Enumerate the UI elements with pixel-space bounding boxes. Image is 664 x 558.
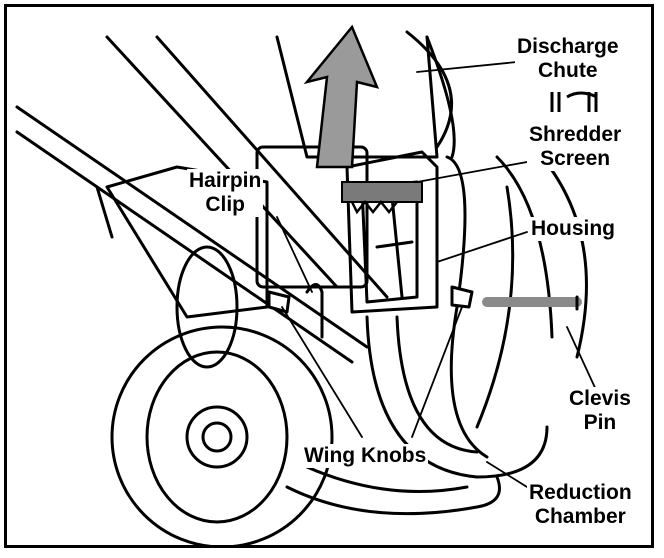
large-chute: [445, 155, 489, 459]
leader-hairpin: [276, 216, 313, 293]
label-wing-knobs-line1: Wing Knobs: [304, 444, 427, 467]
rotor-line: [390, 195, 404, 299]
label-hairpin-clip-line1: Hairpin: [189, 169, 262, 192]
housing-box: [345, 150, 439, 314]
handle-upper: [105, 35, 339, 289]
leader-shredder: [416, 161, 528, 183]
wheel-hub-inner: [201, 421, 233, 453]
label-hairpin-clip: Hairpin Clip: [187, 169, 264, 217]
rear-handle: [95, 185, 114, 239]
label-discharge-chute-line2: Chute: [538, 59, 598, 82]
label-shredder-screen: Shredder Screen: [527, 123, 624, 171]
label-shredder-screen-line2: Screen: [540, 147, 611, 170]
shredder-illustration: [15, 24, 598, 545]
label-discharge-chute-line1: Discharge: [517, 35, 619, 58]
large-chute-2: [495, 155, 554, 339]
handle-lower-2: [15, 130, 354, 364]
bottom-deflector: [285, 475, 501, 516]
wheel-outer: [110, 325, 334, 545]
wing-knob-right: [450, 285, 474, 309]
leader-discharge: [416, 61, 518, 73]
chute-right-sweep: [405, 30, 453, 149]
label-clevis-pin: Clevis Pin: [567, 387, 633, 435]
label-reduction-chamber-line2: Chamber: [534, 505, 626, 528]
label-reduction-chamber: Reduction Chamber: [527, 481, 634, 529]
large-chute-3: [540, 155, 588, 359]
frame-body: [105, 165, 269, 319]
label-reduction-chamber-line1: Reduction: [529, 481, 632, 504]
rear-tire: [175, 245, 239, 369]
handle-lower: [15, 105, 369, 349]
hairpin-clip-shape: [305, 283, 324, 339]
wheel-hub: [185, 405, 249, 469]
label-discharge-chute: Discharge Chute: [515, 35, 621, 83]
chute-top-slot: [425, 35, 456, 159]
label-housing-line1: Housing: [531, 217, 615, 240]
leader-wing-left: [281, 306, 363, 438]
leader-wing-right: [411, 306, 463, 438]
rotor-line-2: [375, 240, 414, 249]
screen-teeth: [350, 199, 398, 215]
wheel-rim: [145, 350, 289, 524]
chute-wall-left: [275, 35, 439, 159]
label-housing: Housing: [529, 217, 617, 241]
leader-housing: [436, 231, 528, 263]
label-clevis-pin-line2: Pin: [583, 411, 617, 434]
wing-knob-left: [267, 290, 291, 314]
leader-clevis: [566, 326, 598, 393]
label-shredder-screen-line1: Shredder: [529, 123, 622, 146]
leader-reduction: [486, 461, 528, 488]
shredder-screen-bar: [341, 181, 423, 203]
chute-lip: [566, 91, 598, 99]
diagram-frame: Discharge Chute Shredder Screen Housing …: [4, 4, 654, 548]
label-hairpin-clip-line2: Clip: [205, 193, 245, 216]
label-clevis-pin-line1: Clevis: [569, 387, 631, 410]
label-wing-knobs: Wing Knobs: [302, 444, 429, 468]
reduction-chamber-outer: [365, 315, 549, 479]
discharge-arrow: [303, 24, 380, 169]
